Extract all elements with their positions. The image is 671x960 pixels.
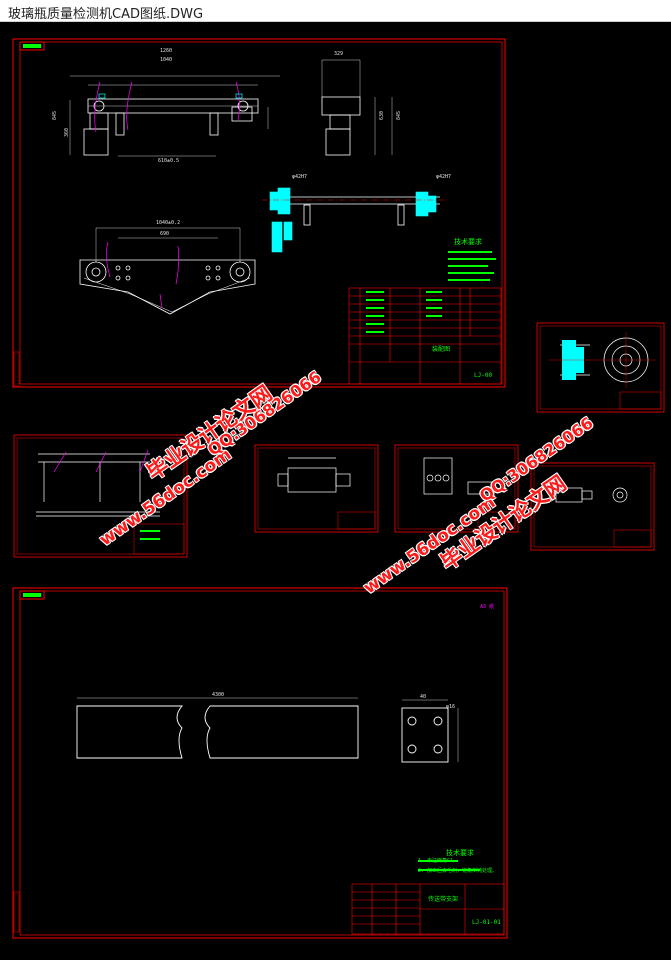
dim-bottom-inner: 690 (160, 231, 170, 237)
dim-top-inner: 1040 (160, 57, 173, 63)
sheet-1-title-block-text (366, 291, 442, 333)
sheet-2-note-2: 2. 加工后去毛刺，锐角倒钝处理。 (418, 868, 498, 874)
cad-viewport[interactable]: 1260 1040 845 360 610±0.5 329 845 630 10… (0, 22, 671, 960)
front-view-leaders (94, 81, 240, 133)
dim-side-inner: 630 (379, 110, 385, 120)
dim-side-height: 845 (396, 110, 402, 120)
window-titlebar: 玻璃瓶质量检测机CAD图纸.DWG (0, 0, 671, 22)
window-title: 玻璃瓶质量检测机CAD图纸.DWG (8, 7, 204, 22)
dim-plate-hole: φ16 (446, 704, 456, 710)
sheet-2-title-block (351, 883, 505, 935)
dim-flange-right: φ42H7 (436, 174, 452, 180)
part-sheet-bracket (394, 444, 519, 533)
sheet-2-drawing-code: LJ-01-01 (472, 919, 501, 926)
sheet-1-drawing-name: 装配图 (432, 346, 451, 353)
sheet-2-frame (12, 587, 508, 939)
part-sheet-roller (254, 444, 379, 533)
part-sheet-frame (13, 434, 188, 558)
cad-drawing (12, 38, 665, 939)
part-sheet-shaft (530, 462, 655, 551)
sheet-2-notes-title: 技术要求 (446, 849, 474, 857)
sheet-1-title-block (348, 287, 502, 385)
dim-bar-length: 4300 (212, 692, 225, 698)
part-sheet-flange (536, 322, 665, 413)
bottom-view (79, 227, 256, 315)
dim-side-width: 329 (334, 51, 344, 57)
side-view (321, 59, 393, 156)
sheet-1-label (23, 44, 41, 48)
dim-base-span: 610±0.5 (158, 158, 180, 164)
sheet-1-notes (448, 251, 496, 281)
dim-height-inner: 360 (64, 127, 70, 137)
dim-flange-left: φ42H7 (292, 174, 308, 180)
section-flanges (269, 187, 437, 253)
sheet-1-notes-title: 技术要求 (454, 238, 482, 246)
dim-top-overall: 1260 (160, 48, 173, 54)
sheet-2-paper-size: A3 纸 (480, 604, 495, 610)
sheet-2-drawing-name: 传送带支架 (428, 896, 459, 903)
plate-view (401, 699, 459, 763)
sheet-1-frame (12, 38, 506, 388)
sheet-1-drawing-code: LJ-00 (474, 372, 493, 379)
dim-bottom-span: 1040±0.2 (156, 220, 181, 226)
sheet-2-note-1: 1. 未注倒角C1。 (418, 858, 459, 864)
sheet-2-notes (418, 860, 480, 871)
long-bar-view (76, 697, 359, 759)
section-view (272, 196, 440, 226)
dim-height-left: 845 (52, 110, 58, 120)
front-view (69, 75, 280, 157)
dim-plate-width: 40 (420, 694, 427, 700)
